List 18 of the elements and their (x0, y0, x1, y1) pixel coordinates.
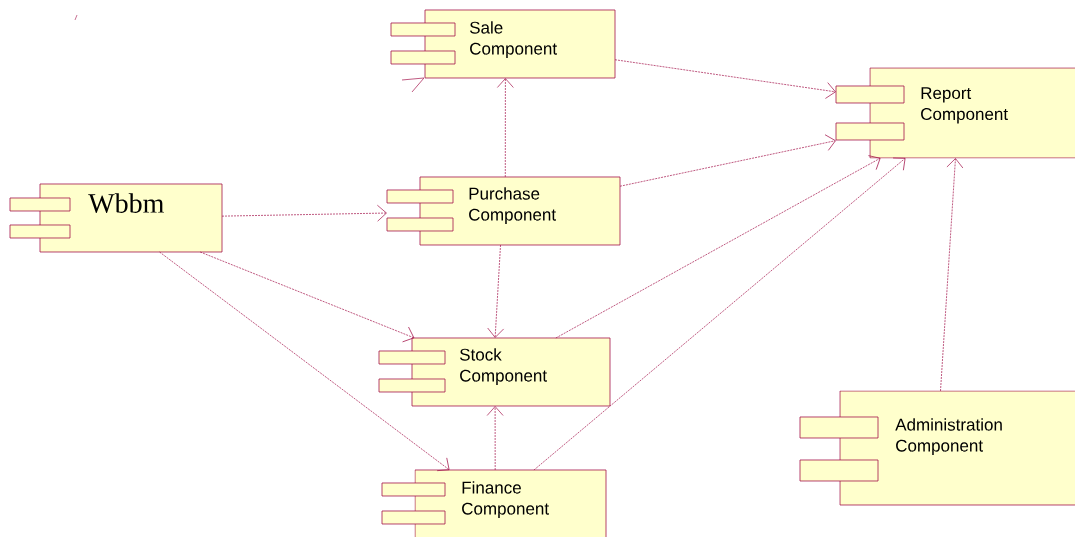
component-box: Stock Component (378, 337, 611, 407)
dependency-arrow (199, 251, 415, 343)
component-box: Administration Component (799, 390, 1075, 506)
dependency-arrow (555, 155, 881, 339)
component-box: Finance Component (381, 469, 607, 537)
dependency-arrow (940, 158, 964, 392)
dependency-arrow (487, 244, 504, 338)
component-box: Report Component (835, 67, 1075, 159)
dependency-arrow (221, 204, 387, 222)
dependency-arrow (486, 406, 504, 471)
dependency-arrow (619, 134, 836, 187)
dependency-arrow (533, 157, 906, 471)
component-box: Sale Component (390, 9, 616, 79)
dependency-arrow (614, 59, 836, 99)
dependency-arrow (159, 251, 450, 471)
component-box: Purchase Component (386, 176, 621, 246)
dependency-arrow (497, 78, 514, 178)
component-box: Wbbm (9, 183, 223, 253)
